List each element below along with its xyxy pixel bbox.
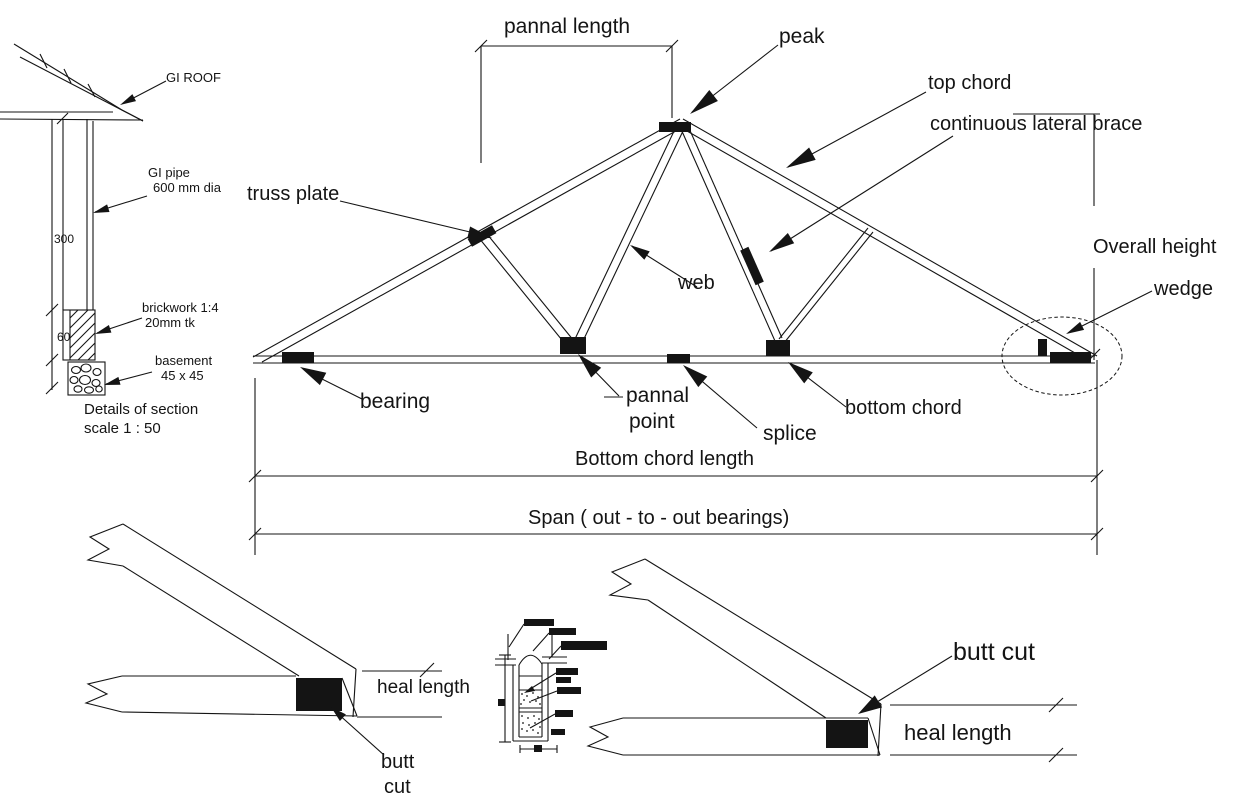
bearing-leader-arrow — [300, 367, 363, 400]
basement-leader-arrow — [104, 371, 153, 385]
dim-300-label: 300 — [54, 232, 75, 246]
dim-60-label: 60 — [57, 330, 71, 344]
illegible-label-bars — [508, 619, 607, 735]
gi-pipe-label: GI pipe — [148, 165, 190, 180]
section-detail-drawing — [0, 43, 167, 396]
stipple-fill — [520, 692, 541, 734]
top-chord-label: top chord — [928, 72, 1012, 94]
wedge-block — [1038, 339, 1047, 356]
web-leader-arrow — [630, 245, 698, 288]
bottom-chord-leader-arrow — [788, 362, 847, 408]
splice-leader-arrow — [683, 365, 758, 429]
heal-length-left-label: heal length — [377, 677, 470, 698]
overall-height-label: Overall height — [1093, 236, 1217, 258]
lateral-brace-leader-arrow — [769, 135, 954, 252]
pannal-length-label: pannal length — [504, 15, 631, 38]
basement-size-label: 45 x 45 — [161, 368, 204, 383]
pannal-point-node-right — [766, 340, 790, 356]
top-chord-leader-arrow — [786, 91, 927, 168]
peak-label: peak — [779, 25, 825, 48]
bottom-chord-length-label: Bottom chord length — [575, 448, 754, 470]
section-caption-line2: scale 1 : 50 — [84, 420, 161, 437]
butt-cut-block-left — [296, 678, 342, 711]
peak-leader-arrow — [690, 44, 779, 114]
gi-roof-label: GI ROOF — [166, 70, 221, 85]
heal-length-right-label: heal length — [904, 720, 1012, 745]
basement-label: basement — [155, 353, 213, 368]
butt-cut-block-right — [826, 720, 868, 748]
bearing-label: bearing — [360, 390, 431, 413]
pannal-point-label-line2: point — [629, 410, 675, 433]
wedge-leader-arrow — [1066, 290, 1153, 334]
wedge-label: wedge — [1154, 278, 1213, 300]
bearing-block — [282, 352, 314, 363]
section-caption-line1: Details of section — [84, 401, 199, 418]
pannal-point-label-line1: pannal — [626, 384, 690, 407]
heel-detail-left-drawing — [84, 523, 442, 756]
splice-block — [667, 354, 690, 363]
basement-block — [67, 361, 106, 396]
lateral-brace-bar — [740, 246, 764, 286]
footing-detail-drawing — [495, 619, 607, 753]
truss-drawing — [252, 44, 1153, 429]
peak-plate — [659, 122, 691, 132]
truss-plate-label: truss plate — [247, 183, 340, 205]
butt-cut-right-label: butt cut — [953, 638, 1035, 666]
gi-pipe-leader-arrow — [93, 195, 148, 213]
web-label: web — [678, 272, 715, 294]
revision-cloud — [1001, 316, 1123, 396]
dimension-lines — [248, 39, 1104, 555]
butt-cut-leader-left — [331, 707, 385, 756]
bottom-chord-label: bottom chord — [845, 397, 962, 419]
gi-pipe-dia-label: 600 mm dia — [153, 180, 221, 195]
heel-detail-right-drawing — [586, 558, 1077, 763]
pannal-point-node-left — [560, 337, 586, 354]
brickwork-label: brickwork 1:4 — [142, 300, 219, 315]
truss-plate-leader-arrow — [339, 200, 492, 239]
pannal-point-leader-arrow — [578, 354, 623, 398]
heel-bearing-bar — [1050, 352, 1091, 363]
brickwork-thickness-label: 20mm tk — [145, 315, 195, 330]
splice-label: splice — [763, 422, 817, 445]
brickwork-leader-arrow — [95, 317, 143, 334]
butt-cut-left-label-line2: cut — [384, 776, 411, 798]
continuous-lateral-brace-label: continuous lateral brace — [930, 113, 1143, 135]
gi-roof-leader-arrow — [120, 80, 167, 105]
span-label: Span ( out - to - out bearings) — [528, 507, 790, 529]
butt-cut-left-label-line1: butt — [381, 751, 415, 773]
butt-cut-leader-right — [858, 655, 953, 714]
